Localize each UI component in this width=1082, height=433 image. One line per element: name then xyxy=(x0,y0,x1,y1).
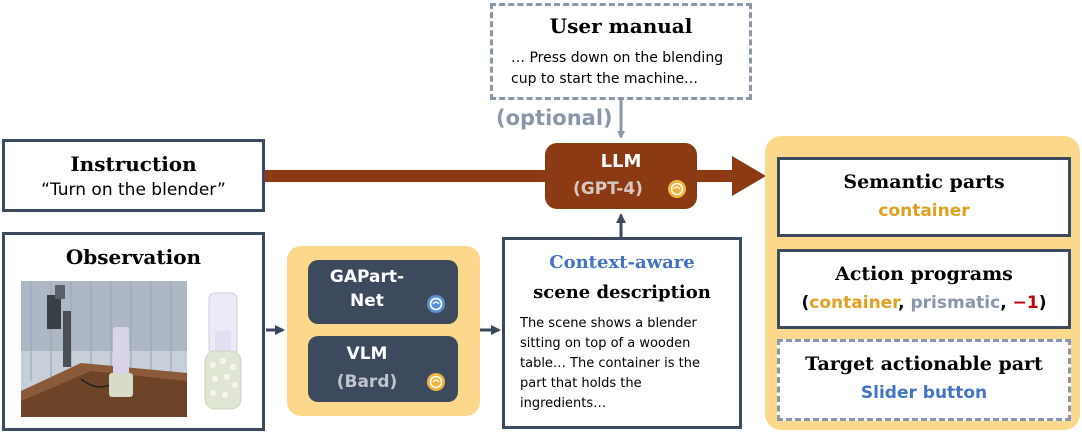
semantic-parts-title: Semantic parts xyxy=(843,171,1005,193)
semantic-parts-box: Semantic parts container xyxy=(777,157,1071,237)
target-part-value: Slider button xyxy=(860,383,988,403)
scene-title-line1: Context-aware xyxy=(549,252,695,273)
action-part: container xyxy=(809,293,899,313)
llm-box: LLM (GPT-4) xyxy=(545,143,697,209)
gapartnet-label-line1: GAPart- xyxy=(329,267,405,287)
llm-label: LLM xyxy=(600,151,642,172)
scene-description-box: Context-aware scene description The scen… xyxy=(502,237,742,429)
blender-photo xyxy=(204,292,242,410)
action-type: prismatic xyxy=(910,293,1001,313)
llm-model-label: (GPT-4) xyxy=(573,179,643,199)
optional-label: (optional) xyxy=(496,106,613,130)
tuple-sep-1: , xyxy=(898,293,911,313)
vlm-model-box: VLM (Bard) xyxy=(308,336,458,402)
observation-box: Observation xyxy=(2,232,265,431)
target-part-title: Target actionable part xyxy=(805,353,1043,375)
perception-models-panel: GAPart- Net VLM (Bard) xyxy=(287,246,480,416)
tuple-close: ) xyxy=(1038,293,1047,313)
vlm-model-label: (Bard) xyxy=(336,372,398,392)
instruction-text: “Turn on the blender” xyxy=(41,180,226,200)
action-program-tuple: (container, prismatic, −1) xyxy=(780,293,1068,313)
scene-description-text: The scene shows a blender sitting on top… xyxy=(520,316,700,411)
action-programs-box: Action programs (container, prismatic, −… xyxy=(777,249,1071,329)
observation-scene-photo xyxy=(21,281,187,417)
llm-to-output-arrowhead xyxy=(732,156,766,196)
action-programs-title: Action programs xyxy=(835,263,1013,285)
output-panel: Semantic parts container Action programs… xyxy=(765,136,1080,430)
instruction-to-llm-arrow xyxy=(265,170,547,182)
gapartnet-label-line2: Net xyxy=(350,291,384,311)
robot-icon xyxy=(427,295,445,313)
tuple-sep-2: , xyxy=(1000,293,1013,313)
user-manual-box: User manual … Press down on the blending… xyxy=(490,3,752,100)
user-manual-title: User manual xyxy=(549,14,693,38)
brain-icon xyxy=(427,373,445,391)
semantic-parts-value: container xyxy=(878,201,970,221)
gapartnet-model-box: GAPart- Net xyxy=(308,260,458,324)
observation-title: Observation xyxy=(65,245,202,269)
scene-title-line2: scene description xyxy=(533,282,711,303)
instruction-box: Instruction “Turn on the blender” xyxy=(2,139,265,212)
target-actionable-part-box: Target actionable part Slider button xyxy=(777,339,1071,421)
instruction-title: Instruction xyxy=(70,152,197,176)
brain-icon xyxy=(668,180,686,198)
user-manual-text: … Press down on the blending cup to star… xyxy=(511,50,724,87)
action-direction: −1 xyxy=(1012,293,1039,313)
tuple-open: ( xyxy=(801,293,810,313)
vlm-label: VLM xyxy=(346,344,388,364)
